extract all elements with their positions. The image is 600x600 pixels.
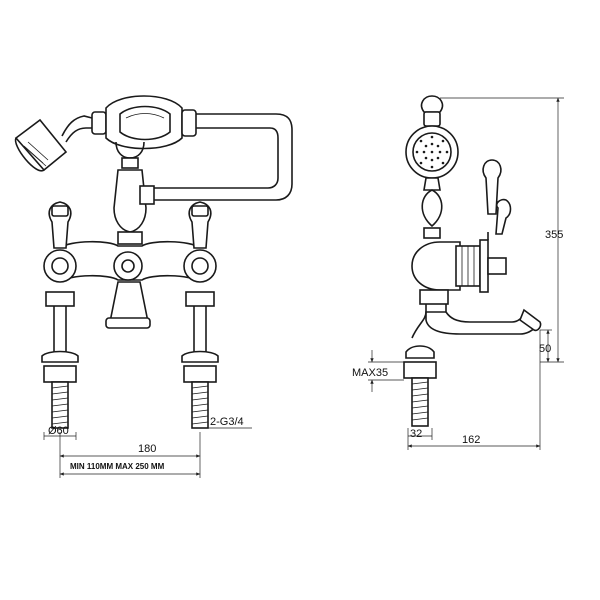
legs bbox=[41, 291, 219, 429]
dim-centers: 180 bbox=[138, 443, 156, 455]
shower-head bbox=[14, 118, 68, 172]
side-view: 355 50 MAX35 32 162 bbox=[352, 95, 564, 450]
side-dimensions: 355 50 MAX35 32 162 bbox=[352, 97, 564, 450]
side-diverter bbox=[421, 189, 443, 228]
flange-right bbox=[181, 350, 219, 363]
mixer-body bbox=[43, 240, 217, 329]
nut-right bbox=[183, 365, 217, 383]
dim-height-total: 355 bbox=[545, 229, 563, 241]
lever-handles bbox=[48, 201, 212, 249]
shower-handset bbox=[14, 95, 293, 201]
nut-left bbox=[43, 365, 77, 383]
dim-reach: 162 bbox=[462, 434, 480, 446]
side-mixer-body bbox=[411, 241, 461, 291]
side-body bbox=[411, 159, 512, 305]
handset-cradle bbox=[113, 141, 155, 245]
dim-max-deck: MAX35 bbox=[352, 367, 388, 379]
side-lever bbox=[482, 159, 502, 215]
spray-holes bbox=[415, 135, 449, 169]
front-view: Ø60 180 2-G3/4 MIN 110MM MAX 250 MM bbox=[14, 95, 293, 478]
spout-front bbox=[109, 281, 149, 323]
dim-base: 32 bbox=[410, 428, 422, 440]
dim-range: MIN 110MM MAX 250 MM bbox=[70, 462, 165, 471]
shower-head-face bbox=[405, 95, 459, 191]
dim-spout-height: 50 bbox=[539, 343, 551, 355]
side-spout bbox=[403, 304, 542, 427]
dim-diameter: Ø60 bbox=[48, 425, 69, 437]
side-nut bbox=[403, 361, 437, 379]
flange-left bbox=[41, 350, 79, 363]
front-dimensions: Ø60 180 2-G3/4 MIN 110MM MAX 250 MM bbox=[43, 416, 252, 478]
dim-thread: 2-G3/4 bbox=[210, 416, 244, 428]
